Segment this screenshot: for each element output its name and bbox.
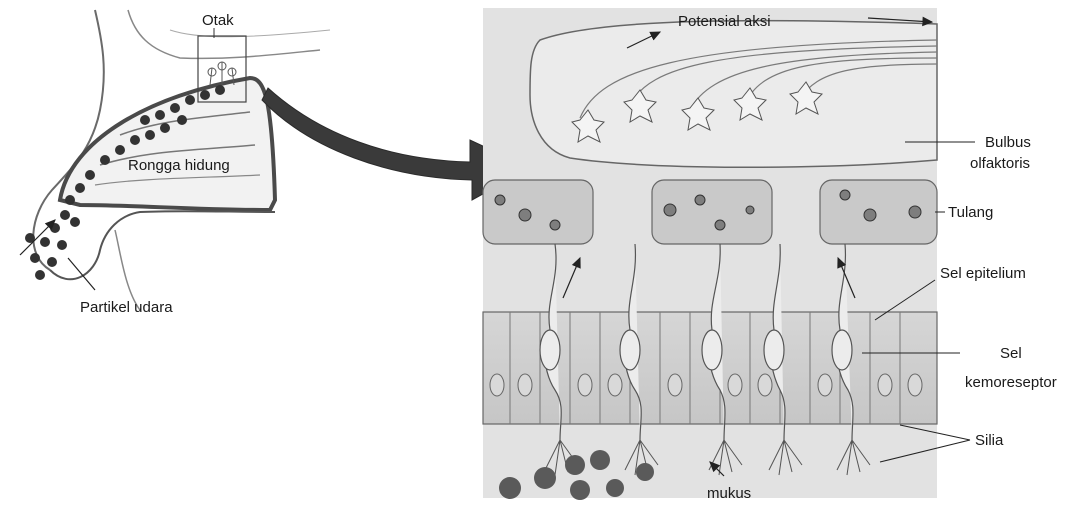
olfactory-detail <box>483 8 937 500</box>
label-potensial-aksi: Potensial aksi <box>678 13 771 30</box>
label-mukus: mukus <box>707 485 751 502</box>
label-rongga-hidung: Rongga hidung <box>128 157 230 174</box>
label-partikel-udara: Partikel udara <box>80 299 173 316</box>
label-bulbus-2: olfaktoris <box>970 155 1030 172</box>
label-sel-epitelium: Sel epitelium <box>940 265 1026 282</box>
olfactory-bulb <box>530 21 937 168</box>
label-bulbus-1: Bulbus <box>985 134 1031 151</box>
label-silia: Silia <box>975 432 1004 449</box>
label-otak: Otak <box>202 12 234 29</box>
label-sel-kemo-1: Sel <box>1000 345 1022 362</box>
label-sel-kemo-2: kemoreseptor <box>965 374 1057 391</box>
label-tulang: Tulang <box>948 204 993 221</box>
nasal-cavity <box>60 78 275 210</box>
